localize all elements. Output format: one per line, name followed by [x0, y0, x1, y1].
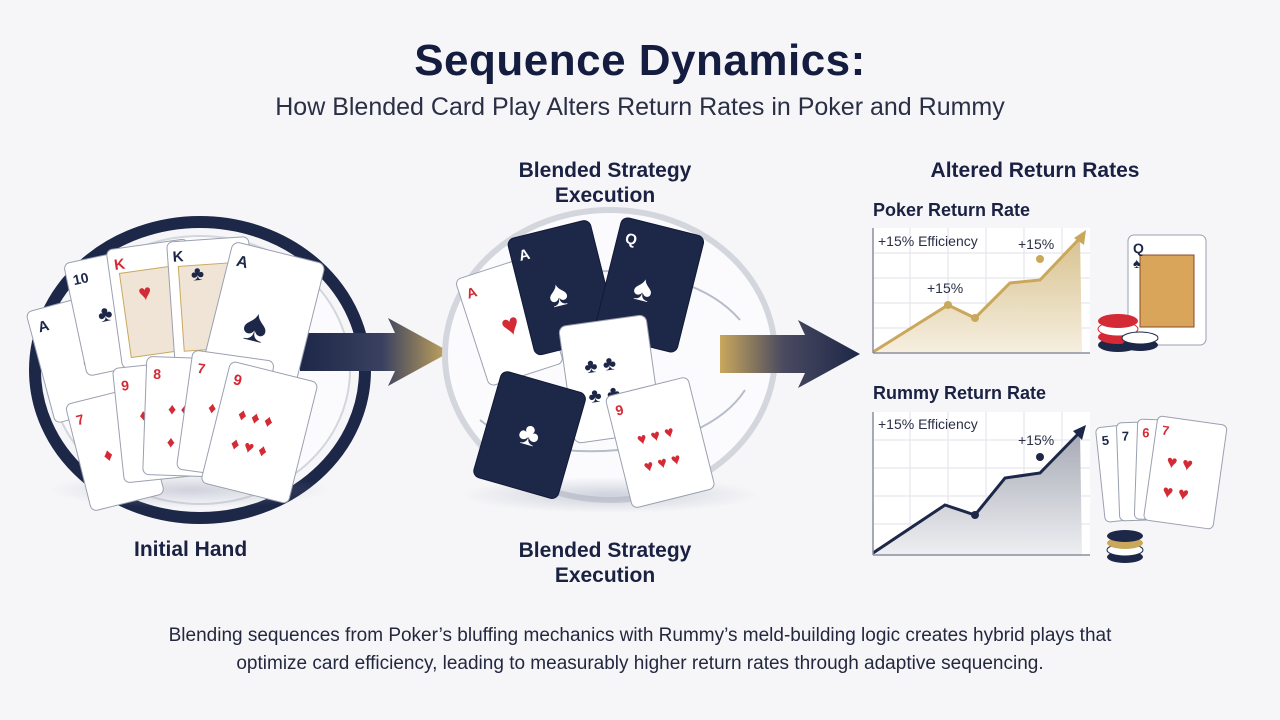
svg-text:7: 7	[196, 360, 206, 377]
stage-label-altered: Altered Return Rates	[930, 159, 1140, 182]
svg-text:A: A	[464, 283, 479, 301]
poker-point	[944, 301, 952, 309]
rummy-area	[873, 432, 1082, 555]
club-icon: ♣	[95, 300, 114, 327]
poker-area	[873, 238, 1082, 353]
svg-text:6: 6	[1142, 425, 1150, 440]
svg-text:K: K	[113, 256, 126, 274]
card-nine-hearts: 9 ♥ ♥ ♥ ♥ ♥ ♥	[605, 377, 715, 508]
card-rank: A	[36, 317, 51, 336]
poker-gain-label-mid: +15%	[927, 280, 964, 296]
poker-gain-label-top: +15%	[1018, 236, 1055, 252]
caption: Blending sequences from Poker’s bluffing…	[60, 622, 1220, 678]
stage-label-line: Blended Strategy	[518, 159, 692, 182]
poker-line	[872, 236, 1082, 354]
poker-chart-title: Poker Return Rate	[873, 200, 1031, 220]
svg-text:9: 9	[614, 401, 626, 418]
svg-text:♠: ♠	[1133, 255, 1141, 271]
card-ace-spades-dark: A ♠	[507, 220, 618, 356]
svg-text:7: 7	[74, 411, 86, 428]
rummy-line	[872, 430, 1082, 555]
svg-text:Q: Q	[1133, 240, 1144, 256]
svg-text:9: 9	[120, 377, 130, 394]
stage-label-initial-hand: Initial Hand	[134, 538, 248, 561]
rummy-point	[971, 511, 979, 519]
poker-point	[1036, 255, 1044, 263]
page-subtitle: How Blended Card Play Alters Return Rate…	[275, 93, 1005, 121]
rummy-arrowhead	[1073, 425, 1086, 440]
flow-arrow-2	[720, 320, 860, 388]
caption-line: Blending sequences from Poker’s bluffing…	[168, 625, 1112, 646]
heart-icon: ♥	[137, 279, 153, 306]
svg-text:10: 10	[71, 269, 90, 288]
card-nine-diamonds-2: 9 ♦ ♦ ♦ ♦ ♥ ♦	[201, 361, 318, 504]
side-card-queen: Q ♠	[1127, 234, 1207, 346]
card-ace-clubs-dark: ♣	[473, 371, 586, 499]
svg-text:8: 8	[153, 366, 162, 382]
svg-text:7: 7	[1122, 429, 1130, 444]
svg-text:A: A	[235, 253, 251, 272]
heart-icon: ♥ ♥	[1165, 451, 1194, 474]
poker-chart	[872, 228, 1090, 354]
poker-point	[971, 314, 979, 322]
flow-arrow-1	[300, 318, 450, 386]
caption-line: optimize card efficiency, leading to mea…	[236, 653, 1044, 674]
stage-label-line: Execution	[554, 564, 656, 587]
rummy-point	[1036, 453, 1044, 461]
stage-label-line: Execution	[554, 184, 656, 207]
side-cards-rummy: 5 7 6 7 ♥ ♥ ♥ ♥	[1095, 415, 1228, 530]
rummy-efficiency-label: +15% Efficiency	[878, 416, 978, 432]
stage-label-line: Blended Strategy	[518, 539, 692, 562]
chip-stack-poker	[1097, 314, 1159, 352]
poker-efficiency-label: +15% Efficiency	[878, 233, 978, 249]
svg-text:9: 9	[231, 371, 243, 390]
rummy-chart-title: Rummy Return Rate	[873, 383, 1047, 403]
svg-text:K: K	[172, 248, 184, 266]
chip-stack-rummy	[1106, 530, 1144, 563]
stage-label-blended-bottom: Blended Strategy Execution	[480, 538, 730, 588]
initial-hand-cards: A ♠ 10 ♣ K ♥ K ♣ A ♠ 7 ♦	[26, 236, 325, 511]
stage-label-blended-top: Blended Strategy Execution	[480, 158, 730, 208]
blended-cards: A ♥ A ♠ Q ♠ ♣ ♣ ♣ ♣ ♣ 9 ♥ ♥ ♥ ♥ ♥ ♥	[456, 217, 715, 508]
rummy-gain-label: +15%	[1018, 432, 1055, 448]
svg-text:5: 5	[1101, 433, 1110, 449]
club-icon: ♣	[190, 263, 205, 286]
club-icon: ♣ ♣	[583, 352, 618, 378]
svg-text:Q: Q	[623, 230, 639, 249]
svg-text:7: 7	[1161, 422, 1170, 438]
page-title: Sequence Dynamics:	[414, 36, 866, 85]
svg-text:♥ ♥: ♥ ♥	[1161, 481, 1190, 504]
poker-arrowhead	[1074, 230, 1086, 245]
rummy-chart	[872, 412, 1090, 556]
svg-text:A: A	[517, 246, 532, 265]
